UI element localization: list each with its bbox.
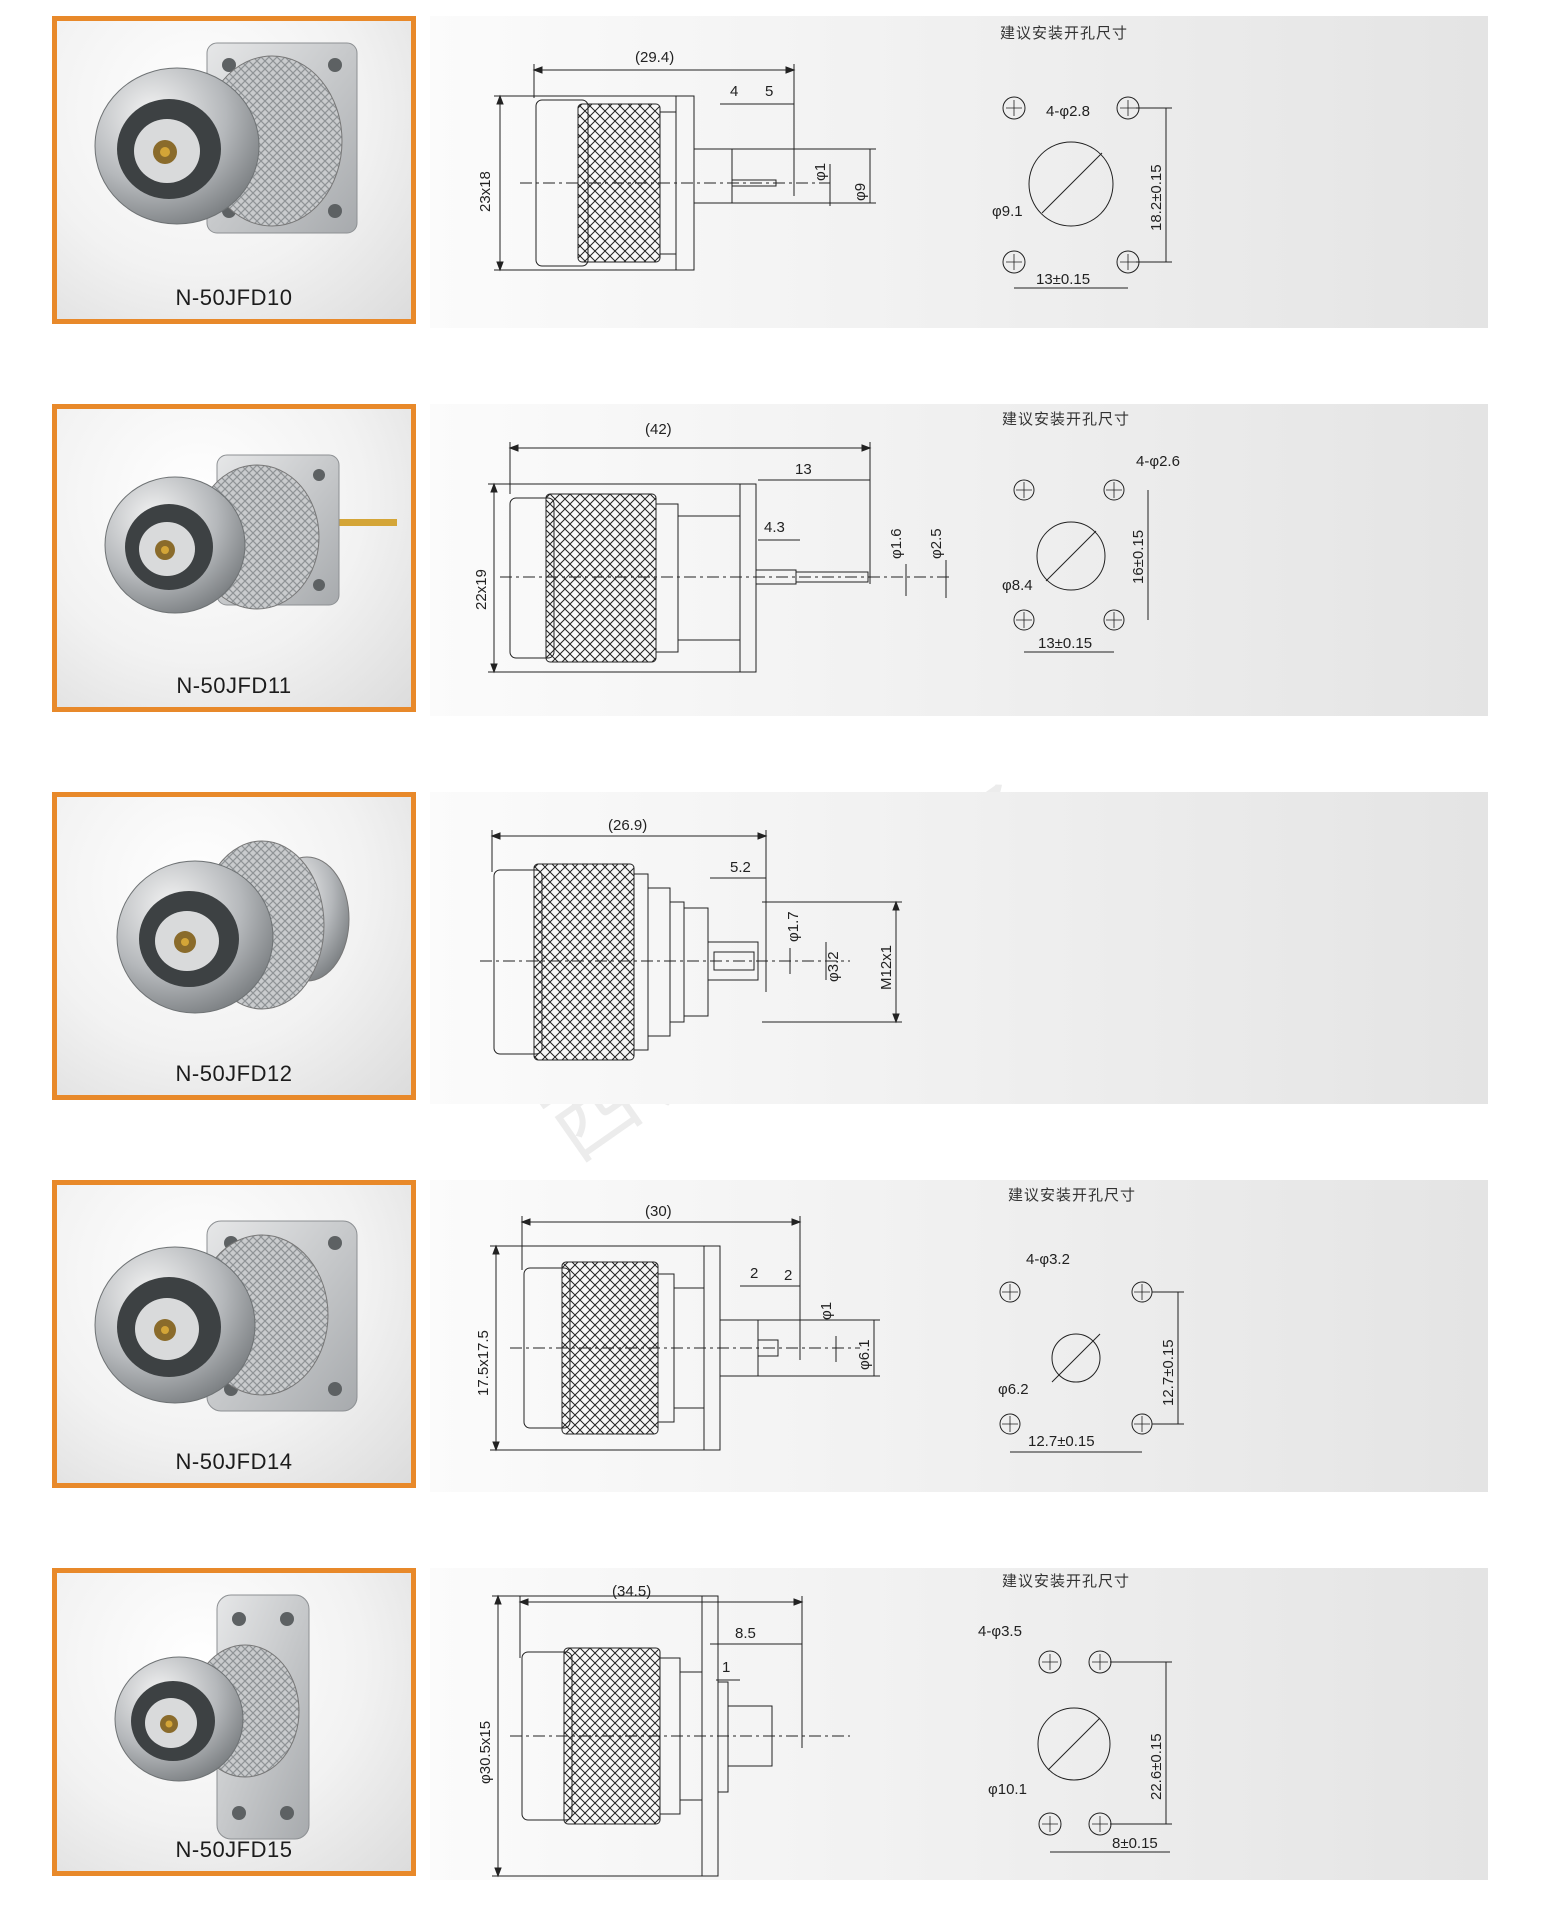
dim-length: (30) [645, 1203, 672, 1220]
product-photo: N-50JFD15 [52, 1568, 416, 1876]
hole-h-spacing: 8±0.15 [1112, 1835, 1158, 1852]
dim-d1: 13 [795, 461, 812, 478]
hole-pattern-title: 建议安装开孔尺寸 [1008, 1186, 1136, 1204]
dim-d1: 4 [730, 83, 738, 100]
hole-center: φ10.1 [988, 1781, 1027, 1798]
dim-d2: 4.3 [764, 519, 785, 536]
hole-v-spacing: 16±0.15 [1130, 530, 1147, 584]
connector-render [116, 840, 350, 1014]
dim-d1: 5.2 [730, 859, 751, 876]
technical-drawing-panel: (42) 13 4.3 22x19 φ1.6 φ2.5 建议安装开孔尺寸 [430, 404, 1488, 716]
hole-v-spacing: 12.7±0.15 [1160, 1339, 1177, 1406]
hole-h-spacing: 13±0.15 [1036, 271, 1090, 288]
dim-thread: M12x1 [878, 945, 895, 990]
dim-length: (42) [645, 421, 672, 438]
hole-mount: 4-φ2.6 [1136, 453, 1180, 470]
hole-center: φ9.1 [992, 203, 1023, 220]
dim-d1: 2 [750, 1265, 758, 1282]
product-row-jfd10: N-50JFD10 (29.4) 4 5 23x18 [0, 16, 1545, 336]
drawing-jfd10: (29.4) 4 5 23x18 φ1 φ9 建议安装开孔尺寸 [477, 24, 1172, 289]
dim-pin: φ1 [818, 1302, 835, 1320]
model-label: N-50JFD11 [176, 673, 292, 698]
model-label: N-50JFD12 [175, 1061, 293, 1086]
product-row-jfd12: N-50JFD12 (26.9) 5.2 φ1.7 φ3.2 M1 [0, 792, 1545, 1112]
product-row-jfd14: N-50JFD14 (30) 2 2 17.5x17.5 φ1 [0, 1180, 1545, 1500]
model-label: N-50JFD15 [175, 1837, 293, 1862]
product-photo: N-50JFD10 [52, 16, 416, 324]
model-label: N-50JFD14 [175, 1449, 293, 1474]
technical-drawing-panel: (30) 2 2 17.5x17.5 φ1 φ6.1 建议安装开孔尺寸 [430, 1180, 1488, 1492]
hole-mount: 4-φ3.5 [978, 1623, 1022, 1640]
dim-body: φ3.2 [825, 951, 842, 982]
dim-body: φ6.1 [856, 1339, 873, 1370]
dim-d2: 1 [722, 1659, 730, 1676]
connector-render [104, 454, 397, 614]
drawing-jfd15: (34.5) 8.5 1 φ30.5x15 建议安装开孔尺寸 4-φ3.5 [477, 1572, 1172, 1878]
dim-pin: φ1 [812, 163, 829, 181]
dim-body: φ9 [852, 183, 869, 201]
technical-drawing-panel: (34.5) 8.5 1 φ30.5x15 建议安装开孔尺寸 4-φ3.5 [430, 1568, 1488, 1880]
dim-length: (26.9) [608, 817, 647, 834]
dim-d1: 8.5 [735, 1625, 756, 1642]
hole-h-spacing: 13±0.15 [1038, 635, 1092, 652]
technical-drawing-panel: (29.4) 4 5 23x18 φ1 φ9 建议安装开孔尺寸 [430, 16, 1488, 328]
dim-body: φ2.5 [928, 528, 945, 559]
dim-flange: φ30.5x15 [477, 1721, 494, 1784]
hole-pattern-title: 建议安装开孔尺寸 [1002, 1572, 1130, 1590]
drawing-jfd12: (26.9) 5.2 φ1.7 φ3.2 M12x1 [480, 817, 902, 1061]
hole-v-spacing: 18.2±0.15 [1148, 164, 1165, 231]
hole-center: φ8.4 [1002, 577, 1033, 594]
dim-pin: φ1.7 [785, 911, 802, 942]
dim-flange: 23x18 [477, 171, 494, 212]
product-photo: N-50JFD14 [52, 1180, 416, 1488]
product-photo: N-50JFD11 [52, 404, 416, 712]
dim-flange: 22x19 [473, 569, 490, 610]
dim-d2: 5 [765, 83, 773, 100]
hole-pattern-title: 建议安装开孔尺寸 [1002, 410, 1130, 428]
hole-pattern-title: 建议安装开孔尺寸 [1000, 24, 1128, 42]
connector-render [94, 1220, 358, 1412]
product-photo: N-50JFD12 [52, 792, 416, 1100]
hole-h-spacing: 12.7±0.15 [1028, 1433, 1095, 1450]
drawing-jfd11: (42) 13 4.3 22x19 φ1.6 φ2.5 建议安装开孔尺寸 [473, 410, 1180, 674]
dim-length: (34.5) [612, 1583, 651, 1600]
hole-v-spacing: 22.6±0.15 [1148, 1733, 1165, 1800]
dim-flange: 17.5x17.5 [475, 1330, 492, 1396]
hole-center: φ6.2 [998, 1381, 1029, 1398]
hole-mount: 4-φ2.8 [1046, 103, 1090, 120]
dim-d2: 2 [784, 1267, 792, 1284]
hole-mount: 4-φ3.2 [1026, 1251, 1070, 1268]
model-label: N-50JFD10 [175, 285, 293, 310]
drawing-jfd14: (30) 2 2 17.5x17.5 φ1 φ6.1 建议安装开孔尺寸 [475, 1186, 1184, 1453]
product-row-jfd15: N-50JFD15 (34.5) 8.5 1 φ30.5x15 建议安装开孔尺寸 [0, 1568, 1545, 1888]
technical-drawing-panel: (26.9) 5.2 φ1.7 φ3.2 M12x1 [430, 792, 1488, 1104]
product-row-jfd11: N-50JFD11 (42) 13 4.3 22x19 φ1.6 [0, 404, 1545, 724]
connector-render [94, 42, 358, 234]
connector-render [114, 1594, 310, 1840]
dim-length: (29.4) [635, 49, 674, 66]
dim-pin: φ1.6 [888, 528, 905, 559]
